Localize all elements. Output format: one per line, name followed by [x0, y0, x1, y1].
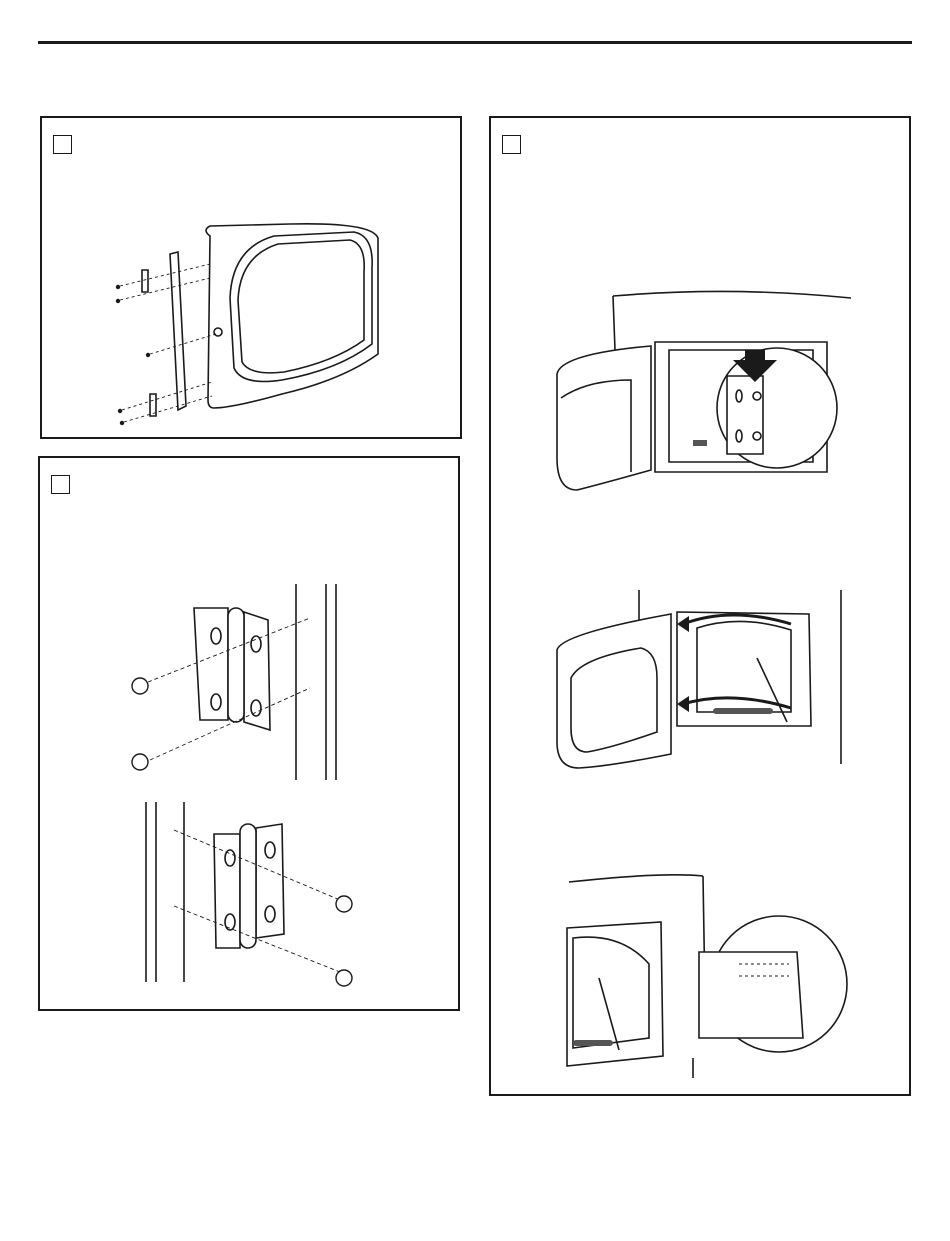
hinge-illustration	[40, 458, 462, 1013]
panel-door-trim	[40, 116, 462, 439]
door-trim-illustration	[42, 118, 464, 441]
hinge-icon	[194, 608, 270, 730]
panel-door-reinstall	[489, 116, 911, 1096]
screw-icon	[116, 285, 150, 425]
header-rule	[38, 41, 912, 44]
hinge-icon	[214, 824, 284, 948]
reinstall-illustration	[491, 118, 913, 1098]
panel-hinge-swap	[38, 456, 460, 1011]
